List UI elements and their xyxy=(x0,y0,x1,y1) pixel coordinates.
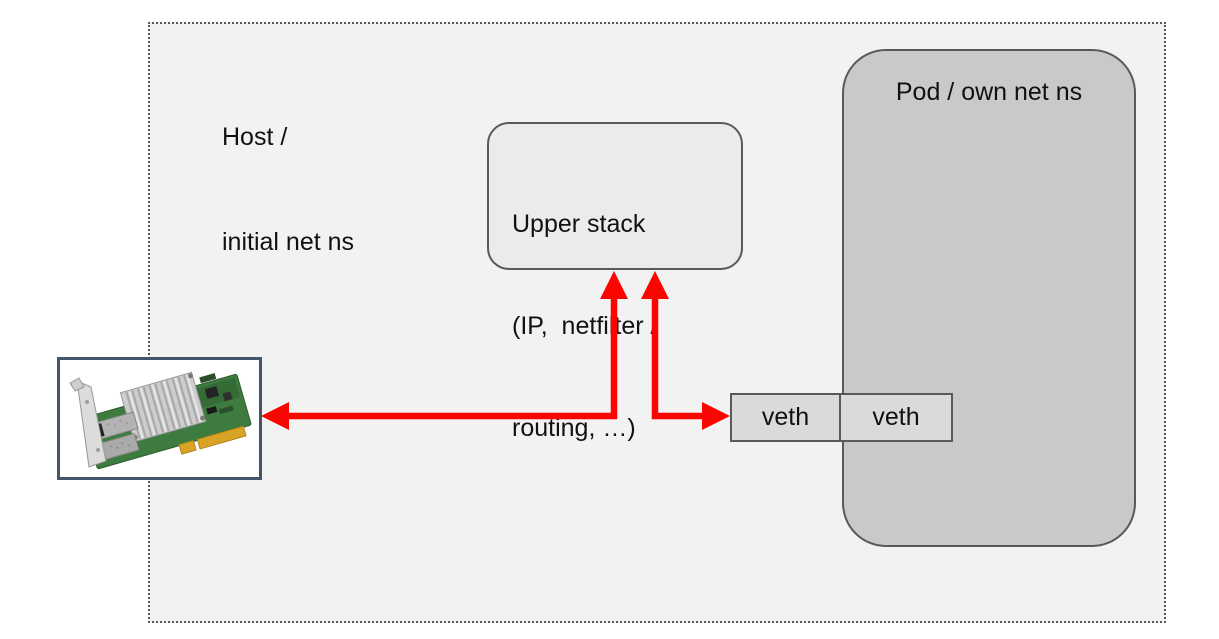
nic-photo-icon xyxy=(60,360,259,477)
pod-netns-box: Pod / own net ns xyxy=(842,49,1136,547)
nic-photo-frame xyxy=(57,357,262,480)
upper-stack-line2: (IP, netfilter / xyxy=(512,312,658,340)
host-label-line1: Host / xyxy=(222,123,288,151)
upper-stack-line3: routing, …) xyxy=(512,414,636,442)
veth-host-side-box: veth xyxy=(730,393,841,442)
veth-pod-side-label: veth xyxy=(872,403,920,431)
host-netns-label: Host / initial net ns xyxy=(222,50,354,330)
upper-stack-line1: Upper stack xyxy=(512,210,646,238)
veth-pod-side-box: veth xyxy=(841,393,953,442)
pod-netns-label: Pod / own net ns xyxy=(895,78,1083,106)
host-label-line2: initial net ns xyxy=(222,228,355,256)
veth-host-side-label: veth xyxy=(761,403,810,431)
upper-stack-box: Upper stack (IP, netfilter / routing, …) xyxy=(487,122,743,442)
